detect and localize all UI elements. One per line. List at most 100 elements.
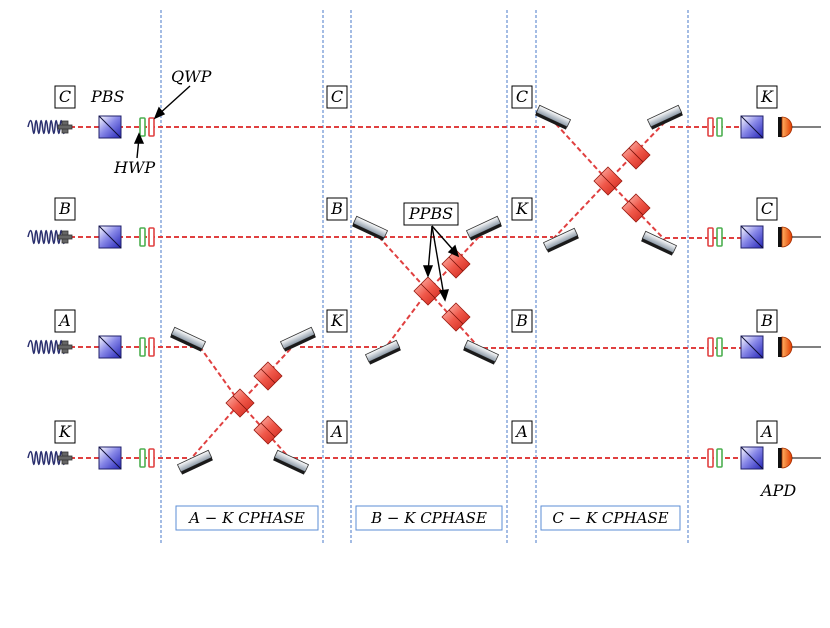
- input-label-text: C: [59, 87, 71, 106]
- pbs-label: PBS: [90, 87, 125, 106]
- stage-label-stage-1: A − K CPHASE: [175, 505, 319, 531]
- input-label: B: [54, 197, 76, 221]
- arrow-head: [447, 244, 460, 258]
- intermediate-label-text: A: [514, 422, 528, 441]
- apd-detector: [778, 447, 821, 469]
- mirror: [463, 339, 500, 365]
- qwp-plate: [148, 448, 155, 468]
- intermediate-label: C: [511, 85, 533, 109]
- input-label-text: A: [57, 311, 71, 330]
- ppbs-cube: [621, 193, 651, 223]
- intermediate-label: K: [511, 197, 533, 221]
- waveplate-pair: [707, 117, 723, 137]
- mirror: [273, 449, 310, 475]
- waveplate-pair: [139, 337, 155, 357]
- mirror: [279, 326, 316, 352]
- qwp-plate: [707, 448, 714, 468]
- qwp-callout-arrow: [157, 85, 191, 116]
- intermediate-label-text: K: [515, 199, 529, 218]
- intermediate-label-text: B: [330, 199, 343, 218]
- stage-label-stage-3: C − K CPHASE: [540, 505, 681, 531]
- beam-path: [382, 290, 429, 352]
- intermediate-label: A: [511, 420, 533, 444]
- waveplate-pair: [139, 227, 155, 247]
- waveplate-pair: [707, 227, 723, 247]
- qwp-plate: [148, 117, 155, 137]
- arrow-head: [153, 106, 166, 120]
- input-label: K: [54, 420, 76, 444]
- qwp-plate: [148, 227, 155, 247]
- intermediate-label: C: [326, 85, 348, 109]
- mirror: [465, 215, 502, 241]
- photon-source-coil: [27, 450, 73, 466]
- beam-path: [187, 402, 241, 463]
- pbs-cube: [98, 225, 122, 249]
- ppbs-callout-arrows: [422, 225, 460, 302]
- ppbs-cube: [413, 276, 443, 306]
- input-label: C: [54, 85, 76, 109]
- arrow-head: [438, 289, 449, 302]
- photon-source-coil: [27, 339, 73, 355]
- mirror: [352, 215, 389, 241]
- mirror: [170, 326, 207, 352]
- beam-paths: [70, 111, 745, 463]
- intermediate-label: B: [511, 309, 533, 333]
- beam-path: [367, 224, 429, 292]
- intermediate-label-text: K: [330, 311, 344, 330]
- optical-components: [27, 104, 821, 475]
- arrow-head: [133, 132, 145, 144]
- hwp-plate: [716, 227, 723, 247]
- pbs-cube: [740, 335, 764, 359]
- intermediate-label-text: A: [329, 422, 343, 441]
- output-label-text: C: [761, 199, 773, 218]
- output-label: B: [756, 309, 778, 333]
- output-label-text: K: [760, 87, 774, 106]
- qwp-plate: [707, 117, 714, 137]
- waveplate-callout-arrows: [133, 85, 191, 159]
- pbs-cube: [740, 446, 764, 470]
- qwp-plate: [707, 337, 714, 357]
- intermediate-label: K: [326, 309, 348, 333]
- hwp-plate: [716, 448, 723, 468]
- output-label: K: [756, 85, 778, 109]
- beam-path: [239, 402, 294, 463]
- stage-label-stage-2: B − K CPHASE: [355, 505, 503, 531]
- beam-path: [194, 339, 241, 404]
- hwp-label: HWP: [113, 158, 155, 177]
- arrow-head: [422, 265, 434, 278]
- ppbs-cube: [621, 140, 651, 170]
- qwp-label: QWP: [171, 67, 212, 86]
- output-label-text: B: [760, 311, 773, 330]
- input-label-text: B: [58, 199, 71, 218]
- output-label-text: A: [759, 422, 773, 441]
- hwp-plate: [716, 117, 723, 137]
- intermediate-label-text: C: [331, 87, 343, 106]
- hwp-plate: [139, 117, 146, 137]
- mirror: [646, 104, 683, 130]
- intermediate-label-text: C: [516, 87, 528, 106]
- output-label: A: [756, 420, 778, 444]
- beam-path: [427, 224, 491, 292]
- ppbs-label: PPBS: [403, 202, 459, 226]
- hwp-plate: [139, 448, 146, 468]
- mirror: [176, 449, 213, 475]
- mirror: [641, 230, 678, 256]
- intermediate-label: B: [326, 197, 348, 221]
- pbs-cube: [98, 335, 122, 359]
- qwp-plate: [707, 227, 714, 247]
- ppbs-cube: [441, 249, 471, 279]
- output-label: C: [756, 197, 778, 221]
- ppbs-label-text: PPBS: [408, 204, 453, 223]
- photon-source-coil: [27, 119, 73, 135]
- apd-detector: [778, 116, 821, 138]
- callout-arrow: [431, 225, 445, 297]
- apd-label: APD: [759, 481, 796, 500]
- input-label: A: [54, 309, 76, 333]
- hwp-plate: [716, 337, 723, 357]
- hwp-plate: [139, 337, 146, 357]
- stage-dividers: [160, 10, 689, 543]
- callout-arrow: [431, 225, 456, 253]
- waveplate-pair: [707, 337, 723, 357]
- stage-label-text: A − K CPHASE: [187, 509, 305, 527]
